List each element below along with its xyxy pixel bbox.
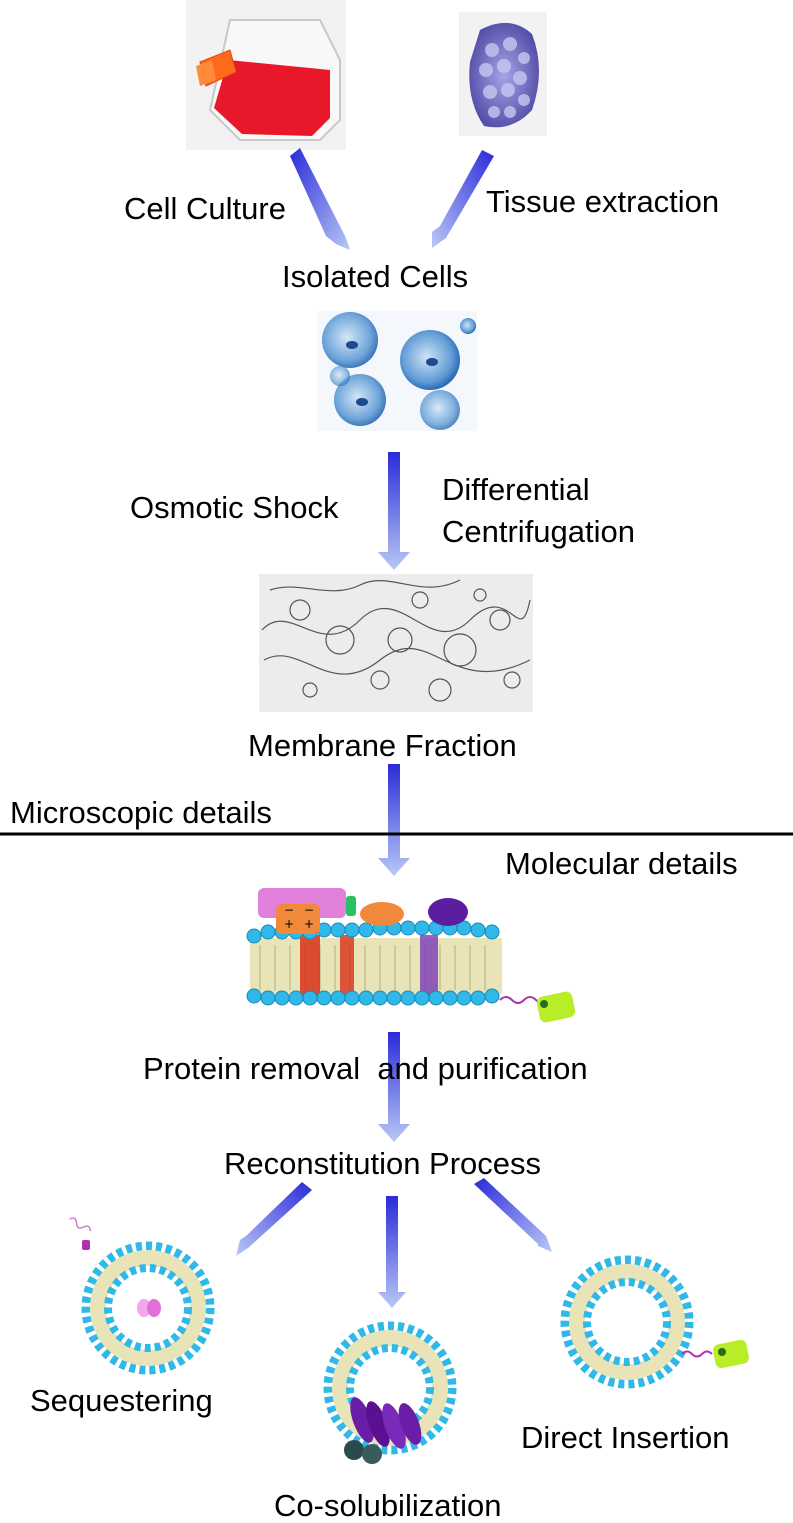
label-tissue-extraction: Tissue extraction [486,184,720,219]
svg-text:+: + [284,917,294,931]
label-osmotic-shock: Osmotic Shock [130,490,339,525]
label-reconstitution-process: Reconstitution Process [224,1146,542,1181]
label-microscopic-details: Microscopic details [10,795,272,830]
label-cell-culture: Cell Culture [124,191,286,226]
arrow-to-direct-insertion [474,1178,552,1252]
label-isolated-cells: Isolated Cells [282,259,469,294]
label-differential: Differential [442,472,590,507]
isolated-cells-image [317,311,477,431]
membrane-fraction-image [259,574,533,712]
arrow-culture-to-cells [290,148,350,250]
label-membrane-fraction: Membrane Fraction [248,728,517,763]
tissue-image [459,12,547,136]
arrow-bilayer-to-protein [378,1032,410,1142]
arrow-cells-to-membrane [378,452,410,570]
liposome-direct-insertion-image [560,1255,750,1389]
arrow-membrane-to-molecular [378,764,410,876]
label-molecular-details: Molecular details [505,846,738,881]
svg-text:−: − [284,903,294,917]
arrow-tissue-to-cells [432,150,494,248]
svg-text:+: + [304,917,314,931]
culture-flask-image [186,0,346,150]
arrow-to-sequestering [236,1182,312,1256]
arrow-to-co-solubilization [378,1196,406,1308]
liposome-sequestering-image [69,1217,215,1375]
lipid-bilayer-image: − − + + [246,888,576,1023]
label-centrifugation: Centrifugation [442,514,636,549]
label-direct-insertion: Direct Insertion [521,1420,730,1455]
label-protein-removal: Protein removal and purification [143,1051,588,1086]
label-co-solubilization: Co-solubilization [274,1488,502,1523]
label-sequestering: Sequestering [30,1383,213,1418]
liposome-co-solubilization-image [323,1321,457,1464]
svg-text:−: − [304,903,314,917]
